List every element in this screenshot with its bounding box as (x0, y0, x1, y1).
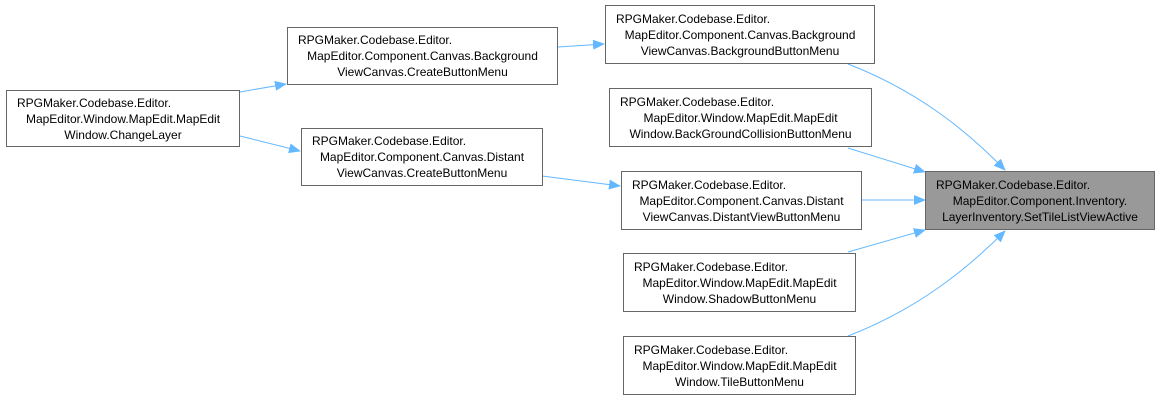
node-distant-button-line-1: RPGMaker.Codebase.Editor. (632, 177, 787, 192)
node-background-button-menu[interactable]: RPGMaker.Codebase.Editor. MapEditor.Comp… (605, 5, 875, 64)
node-tile-line-2: MapEditor.Window.MapEdit.MapEdit (642, 358, 837, 373)
node-change-layer-line-2: MapEditor.Window.MapEdit.MapEdit (25, 111, 221, 126)
node-shadow-line-1: RPGMaker.Codebase.Editor. (634, 259, 789, 274)
node-shadow-line-2: MapEditor.Window.MapEdit.MapEdit (642, 275, 837, 290)
node-bg-collision-line-2: MapEditor.Window.MapEdit.MapEdit (643, 110, 838, 125)
node-background-collision-button-menu[interactable]: RPGMaker.Codebase.Editor. MapEditor.Wind… (609, 88, 872, 147)
edge-changelayer-to-distant-create (239, 135, 301, 154)
node-bg-collision-line-3: Window.BackGroundCollisionButtonMenu (629, 126, 852, 141)
edge-shadow-to-target (847, 228, 926, 253)
node-distant-button-line-3: ViewCanvas.DistantViewButtonMenu (642, 209, 841, 224)
edge-changelayer-to-bg-create (239, 80, 287, 93)
node-bg-button-line-1: RPGMaker.Codebase.Editor. (616, 11, 771, 26)
node-bg-collision-line-1: RPGMaker.Codebase.Editor. (620, 94, 775, 109)
node-distant-create-line-3: ViewCanvas.CreateButtonMenu (336, 166, 508, 180)
edge-bg-button-to-target (847, 63, 1006, 171)
node-change-layer-line-1: RPGMaker.Codebase.Editor. (17, 95, 172, 110)
node-shadow-button-menu[interactable]: RPGMaker.Codebase.Editor. MapEditor.Wind… (623, 253, 856, 312)
node-target-line-2: MapEditor.Component.Inventory. (952, 193, 1128, 208)
node-distant-create-line-1: RPGMaker.Codebase.Editor. (312, 134, 467, 148)
node-set-tile-list-view-active: RPGMaker.Codebase.Editor. MapEditor.Comp… (925, 171, 1155, 230)
node-distant-button-line-2: MapEditor.Component.Canvas.Distant (639, 193, 844, 208)
edge-bg-collision-to-target (847, 147, 926, 174)
node-bg-create-line-2: MapEditor.Component.Canvas.Background (307, 49, 538, 63)
node-distant-create-button-menu[interactable]: RPGMaker.Codebase.Editor. MapEditor.Comp… (301, 128, 543, 186)
node-target-line-1: RPGMaker.Codebase.Editor. (936, 177, 1091, 192)
node-distant-view-button-menu[interactable]: RPGMaker.Codebase.Editor. MapEditor.Comp… (621, 171, 862, 230)
node-target-line-3: LayerInventory.SetTileListViewActive (942, 209, 1138, 224)
node-shadow-line-3: Window.ShadowButtonMenu (662, 291, 817, 306)
edge-bg-create-to-bg-button (557, 39, 605, 50)
node-change-layer[interactable]: RPGMaker.Codebase.Editor. MapEditor.Wind… (6, 90, 240, 147)
edge-distant-create-to-distant-button (541, 175, 621, 190)
node-tile-line-1: RPGMaker.Codebase.Editor. (634, 342, 789, 357)
node-change-layer-line-3: Window.ChangeLayer (64, 127, 182, 142)
edge-tile-to-target (847, 230, 1006, 337)
node-tile-line-3: Window.TileButtonMenu (675, 374, 804, 389)
node-bg-button-line-3: ViewCanvas.BackgroundButtonMenu (640, 43, 840, 58)
node-bg-create-line-1: RPGMaker.Codebase.Editor. (298, 33, 453, 47)
node-bg-create-line-3: ViewCanvas.CreateButtonMenu (337, 65, 508, 79)
node-tile-button-menu[interactable]: RPGMaker.Codebase.Editor. MapEditor.Wind… (623, 336, 856, 395)
node-distant-create-line-2: MapEditor.Component.Canvas.Distant (319, 150, 525, 164)
node-background-create-button-menu[interactable]: RPGMaker.Codebase.Editor. MapEditor.Comp… (287, 27, 558, 85)
node-bg-button-line-2: MapEditor.Component.Canvas.Background (624, 27, 856, 42)
